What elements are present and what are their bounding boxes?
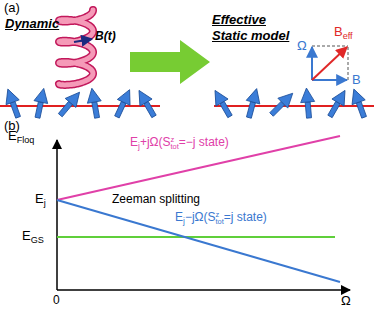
field-arrow bbox=[74, 39, 92, 42]
vector-label: B bbox=[352, 72, 361, 88]
ground-state-line bbox=[57, 236, 335, 238]
panel-heading: Dynamic bbox=[5, 16, 59, 32]
subscript-text: GS bbox=[31, 235, 44, 245]
label-text: Dynamic bbox=[5, 16, 59, 31]
lower-level-line bbox=[57, 200, 340, 282]
label-text: Ω bbox=[341, 293, 351, 308]
label-text: S bbox=[163, 135, 171, 149]
field-vector bbox=[312, 79, 347, 81]
script-text: z bbox=[216, 211, 224, 218]
spin-arrow bbox=[55, 88, 85, 120]
field-label: B(t) bbox=[95, 29, 116, 43]
axis-label: Ω bbox=[341, 293, 351, 309]
script-text: z bbox=[171, 136, 179, 143]
label-text: 0 bbox=[53, 293, 60, 307]
axis-label: EGS bbox=[22, 228, 44, 246]
vector-label: Ω bbox=[297, 38, 307, 54]
label-text: +jΩ( bbox=[140, 135, 163, 149]
spin-chain bbox=[214, 105, 374, 107]
spin-arrow bbox=[347, 87, 370, 120]
spin-arrow bbox=[324, 87, 351, 120]
label-text: −jΩ( bbox=[185, 210, 208, 224]
label-text: E bbox=[22, 228, 31, 243]
y-axis bbox=[56, 140, 58, 290]
script-stack: ztot bbox=[171, 136, 179, 151]
label-text: =j state) bbox=[224, 210, 267, 224]
label-text: B(t) bbox=[95, 29, 116, 43]
subscript-text: Floq bbox=[17, 135, 35, 145]
spin-chain bbox=[0, 105, 160, 107]
panel-label: (a) bbox=[4, 0, 20, 16]
guide-dash bbox=[312, 46, 348, 47]
omega-vector bbox=[311, 47, 313, 80]
spin-arrow bbox=[209, 87, 236, 120]
effective-field-vector bbox=[312, 47, 347, 80]
axis-label: EFloq bbox=[8, 128, 34, 146]
label-text: E bbox=[130, 135, 138, 149]
transform-arrow bbox=[130, 40, 210, 84]
label-text: S bbox=[208, 210, 216, 224]
x-axis bbox=[57, 289, 350, 291]
label-text: E bbox=[8, 128, 17, 143]
script-text: tot bbox=[216, 218, 224, 225]
level-label: Ej+jΩ(Sztot=−j state) bbox=[130, 135, 229, 151]
vector-label: Beff bbox=[334, 24, 353, 42]
label-text: Effective Static model bbox=[212, 12, 289, 43]
label-text: B bbox=[352, 72, 361, 87]
upper-level-line bbox=[57, 136, 340, 200]
label-text: Ω bbox=[297, 38, 307, 53]
script-stack: ztot bbox=[216, 211, 224, 226]
label-text: =−j state) bbox=[179, 135, 229, 149]
guide-dash bbox=[348, 46, 349, 80]
spin-arrow bbox=[299, 87, 316, 118]
subscript-text: eff bbox=[343, 31, 353, 41]
label-text: Zeeman splitting bbox=[112, 192, 200, 206]
label-text: E bbox=[35, 191, 44, 206]
label-text: (a) bbox=[4, 0, 20, 15]
subscript-text: j bbox=[44, 198, 46, 208]
label-text: E bbox=[175, 210, 183, 224]
annotation: Zeeman splitting bbox=[112, 192, 200, 206]
label-text: B bbox=[334, 24, 343, 39]
helix-outline bbox=[59, 10, 93, 85]
spin-arrow bbox=[85, 87, 104, 119]
spin-arrow bbox=[242, 87, 263, 120]
axis-tick: 0 bbox=[53, 293, 60, 307]
spin-arrow bbox=[111, 87, 136, 120]
panel-heading: Effective Static model bbox=[212, 12, 298, 43]
script-text: tot bbox=[171, 143, 179, 150]
spin-arrow bbox=[1, 87, 24, 120]
spin-arrow bbox=[267, 88, 298, 119]
spin-arrow bbox=[133, 87, 160, 120]
subscript-text: j bbox=[183, 216, 185, 226]
helix-field bbox=[59, 10, 93, 85]
level-label: Ej−jΩ(Sztot=j state) bbox=[175, 210, 267, 226]
spin-arrow bbox=[31, 87, 51, 119]
subscript-text: j bbox=[138, 141, 140, 151]
axis-label: Ej bbox=[35, 191, 46, 209]
